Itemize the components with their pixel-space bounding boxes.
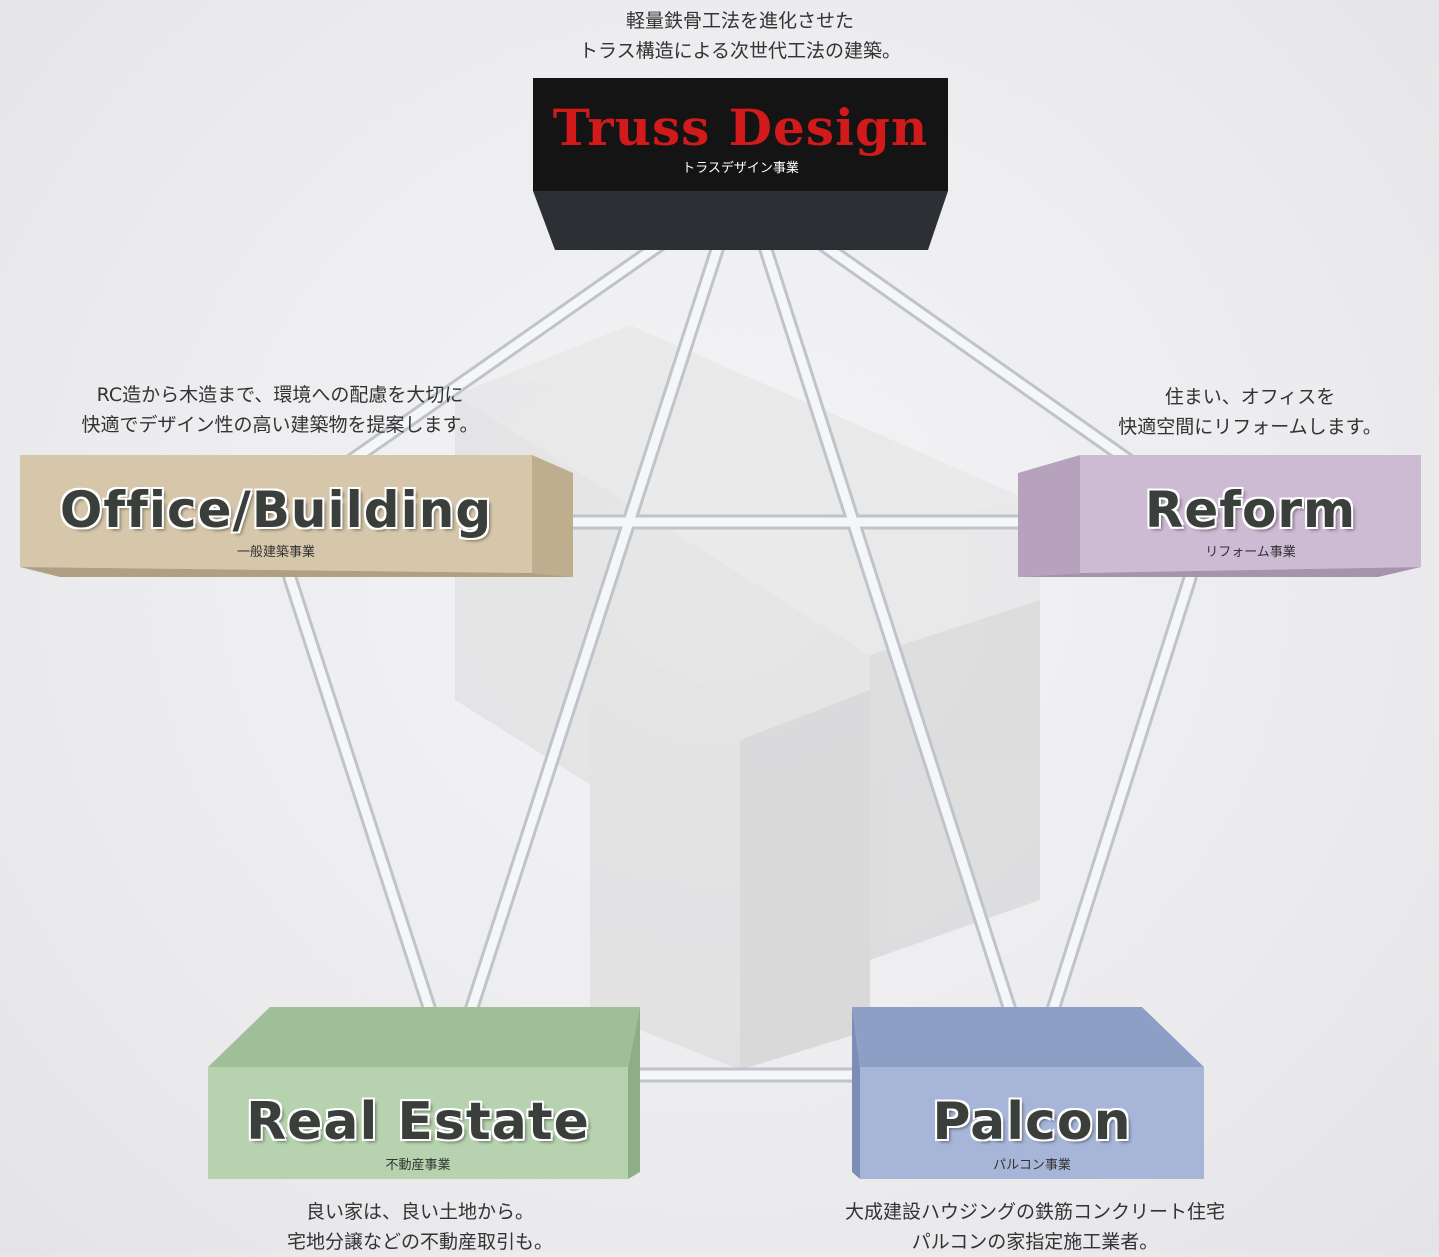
- palcon-caption: 大成建設ハウジングの鉄筋コンクリート住宅 パルコンの家指定施工業者。: [844, 1201, 1225, 1253]
- palcon-subtitle: パルコン事業: [993, 1157, 1071, 1173]
- real-estate-box: Real Estate 不動産事業: [208, 1007, 640, 1182]
- rod-office-realestate: [285, 573, 443, 1040]
- truss-box-shape: [533, 78, 948, 250]
- palcon-box-shape: [852, 1007, 1204, 1179]
- real-estate-caption: 良い家は、良い土地から。 宅地分譲などの不動産取引も。: [286, 1201, 553, 1253]
- office-building-box: Office/Building 一般建築事業: [20, 455, 575, 580]
- rod-truss-reform: [790, 220, 1133, 465]
- real-estate-subtitle: 不動産事業: [385, 1157, 451, 1173]
- office-caption: RC造から木造まで、環境への配慮を大切に 快適でデザイン性の高い建築物を提案しま…: [81, 384, 479, 436]
- reform-title: Reform: [1144, 480, 1357, 539]
- office-building-subtitle: 一般建築事業: [236, 544, 315, 560]
- palcon-title: Palcon: [932, 1091, 1132, 1152]
- real-estate-title: Real Estate: [246, 1091, 590, 1152]
- reform-box-shape: [1018, 455, 1421, 577]
- truss-design-title: Truss Design: [552, 98, 929, 157]
- palcon-box: Palcon パルコン事業: [852, 1007, 1204, 1182]
- office-building-title: Office/Building: [59, 480, 493, 539]
- background-logo: [455, 325, 1040, 1070]
- truss-design-subtitle: トラスデザイン事業: [682, 161, 799, 176]
- reform-caption: 住まい、オフィスを 快適空間にリフォームします。: [1118, 386, 1382, 438]
- office-box-shape: [20, 455, 573, 577]
- rod-reform-palcon: [1040, 573, 1195, 1040]
- reform-box: Reform リフォーム事業: [1018, 455, 1423, 580]
- rods: [285, 220, 1195, 1080]
- rod-truss-realestate: [458, 220, 730, 1040]
- truss-design-box: Truss Design トラスデザイン事業: [533, 78, 948, 250]
- real-estate-box-shape: [208, 1007, 640, 1179]
- rod-truss-office: [347, 220, 693, 465]
- reform-subtitle: リフォーム事業: [1205, 544, 1296, 560]
- rod-truss-palcon: [753, 220, 1023, 1040]
- truss-caption: 軽量鉄骨工法を進化させた トラス構造による次世代工法の建築。: [578, 10, 902, 62]
